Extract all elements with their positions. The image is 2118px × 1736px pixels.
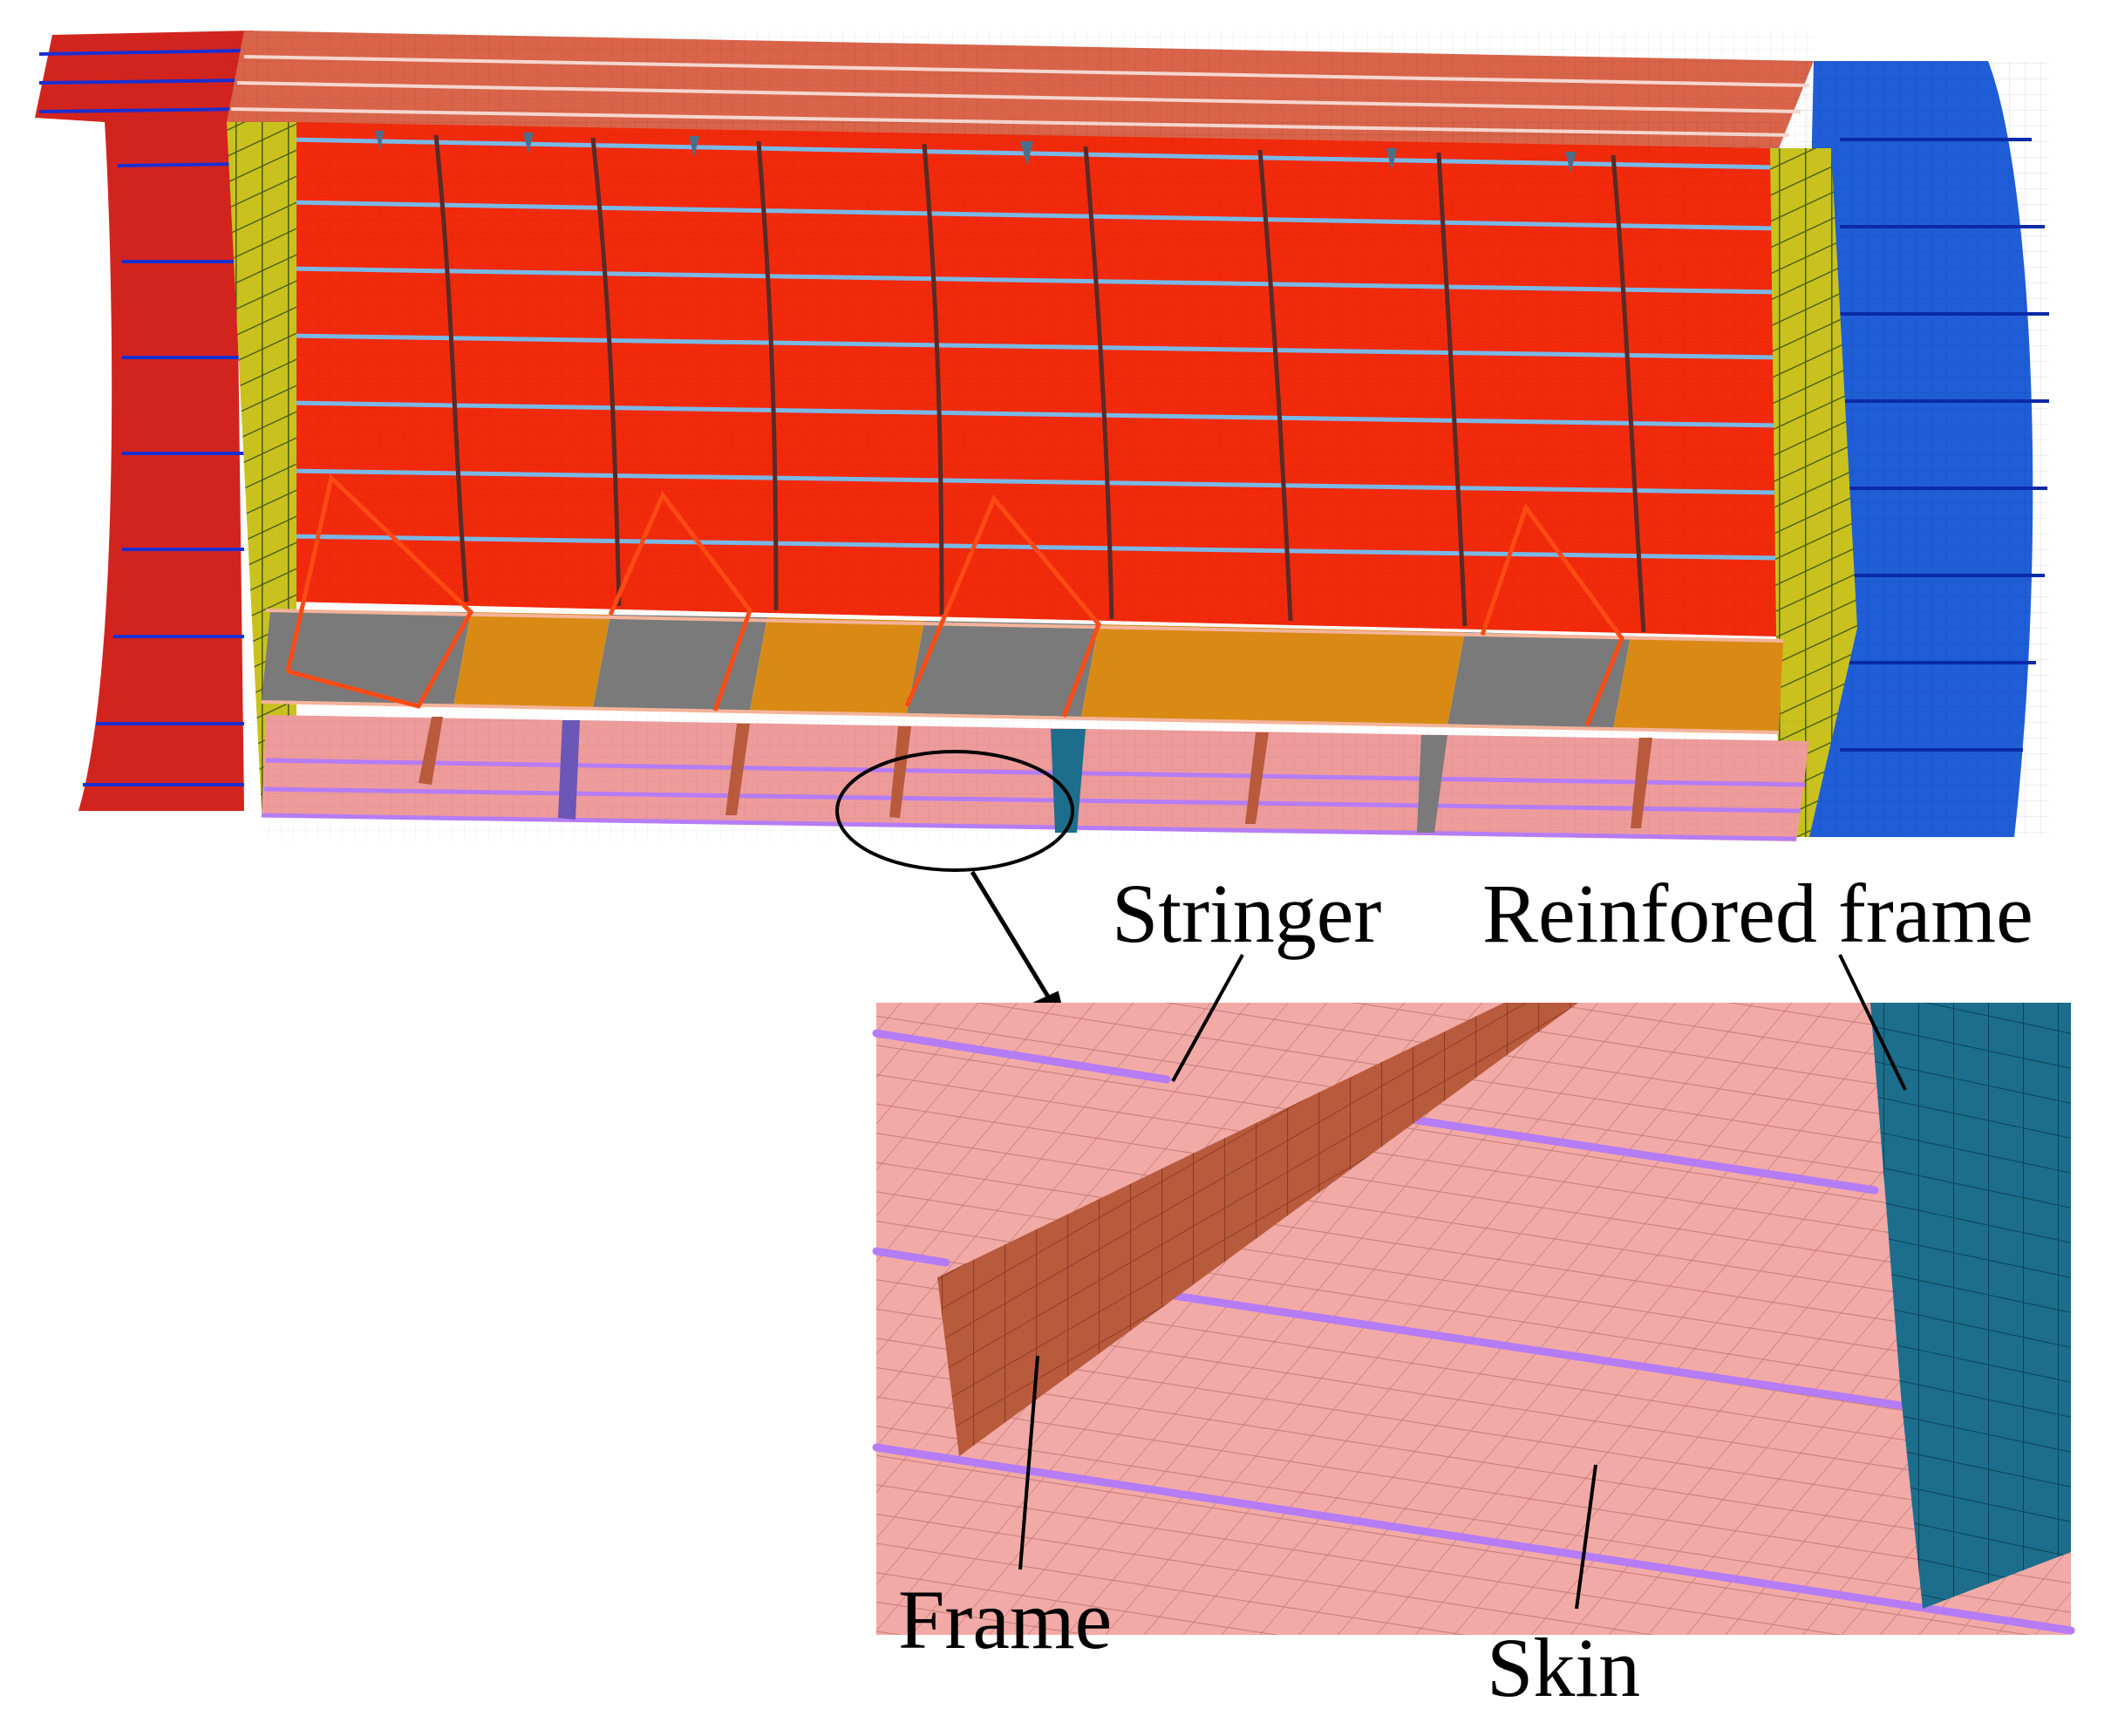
left-end-flange-stringers	[38, 49, 249, 786]
skin-frames	[433, 134, 1646, 633]
floor-struts	[285, 473, 1624, 726]
leader-lines	[1018, 954, 1907, 1610]
floor-grey-panel-3	[907, 621, 1099, 717]
floor-orange-panel-4	[1613, 637, 1783, 732]
lower-skin-stringers	[261, 758, 1806, 841]
fuselage-model	[35, 31, 2049, 1028]
frame-top-tabs	[375, 131, 1577, 173]
floor-orange-panel-2	[750, 617, 924, 713]
floor-beam-edges	[261, 609, 1784, 734]
skin-stringers	[287, 137, 1780, 561]
skin-leader	[1575, 1464, 1597, 1610]
frame-leader	[1018, 1355, 1039, 1570]
zoom-highlight-ellipse	[835, 750, 1074, 872]
floor-grey-panel-4	[1447, 632, 1631, 729]
stringer-label: Stringer	[1112, 867, 1382, 960]
reinforced-frame-label: Reinfored frame	[1482, 867, 2033, 960]
stringer-leader	[1171, 954, 1244, 1082]
floor-orange-panel-3	[1081, 624, 1465, 725]
left-end-flange	[35, 31, 253, 811]
zoom-detail-panel	[872, 1003, 2075, 1635]
zoom-arrow	[970, 870, 1068, 1028]
skin-label: Skin	[1487, 1621, 1641, 1714]
frame-label: Frame	[898, 1573, 1113, 1666]
floor-orange-panel-1	[453, 612, 610, 708]
lower-frames	[419, 717, 1652, 833]
right-bay-frame	[1770, 148, 1857, 837]
reinforced-frame-leader	[1838, 954, 1907, 1091]
right-end-stringers	[1840, 138, 2049, 752]
zoom-stringers	[872, 1029, 2075, 1635]
floor-grey-panel-1	[262, 610, 471, 706]
